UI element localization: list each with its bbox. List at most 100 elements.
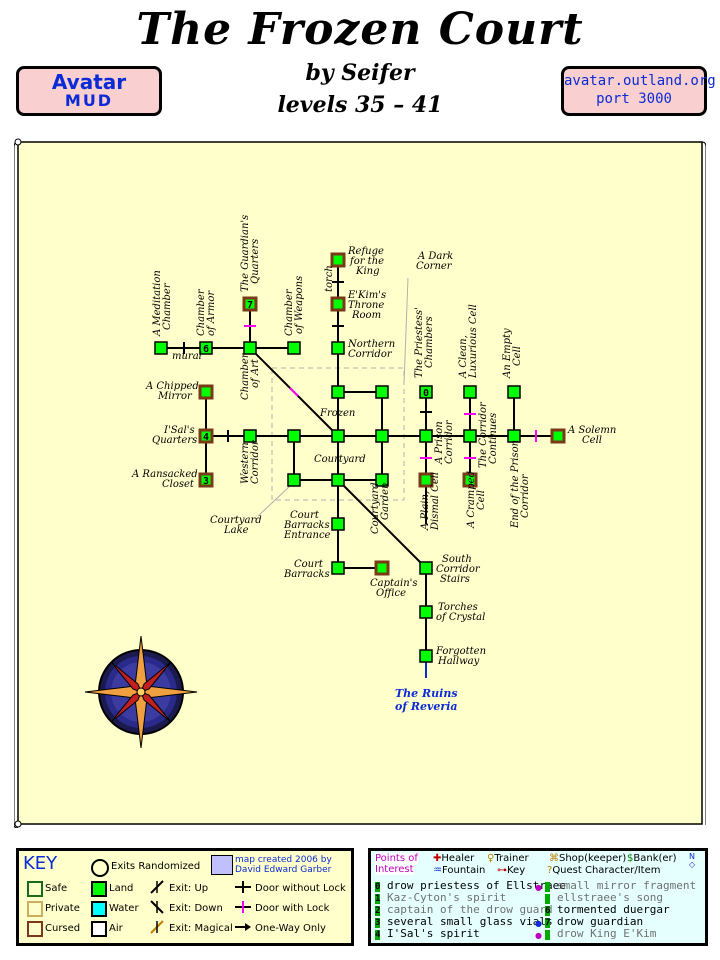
doors-with-lock	[244, 325, 537, 459]
room-ekim-throne[interactable]	[330, 296, 346, 312]
quest-icon: ?	[547, 865, 553, 876]
room-empty-cell[interactable]	[507, 385, 521, 399]
room-courtyard-w[interactable]	[287, 429, 301, 443]
safe-swatch	[27, 881, 43, 897]
land-label: Land	[109, 883, 134, 894]
label-torches-2: of Crystal	[436, 612, 485, 623]
room-armor[interactable]	[199, 341, 213, 355]
label-guardian-2: Quarters	[250, 239, 261, 284]
level-range: levels 35 – 41	[277, 92, 443, 118]
label-courtyard: Courtyard	[314, 454, 366, 465]
label-ruins: The Ruins	[395, 687, 458, 700]
badge-avatar-text: Avatar	[51, 70, 127, 94]
room-number-4: 4	[203, 432, 209, 443]
room-captain-office[interactable]	[374, 560, 390, 576]
poi-item-4: 4 I'Sal's spirit	[375, 927, 480, 940]
room-torches[interactable]	[419, 605, 433, 619]
room-prison-corridor[interactable]	[419, 429, 433, 443]
label-forgotten: Forgotten	[435, 646, 486, 657]
room-cramped-cell[interactable]	[462, 472, 478, 488]
label-mural: mural	[172, 351, 202, 362]
badge-mud-text: MUD	[64, 91, 114, 110]
compass-rose-icon	[84, 635, 198, 749]
room-ransacked[interactable]	[198, 472, 214, 488]
label-northern-2: Corridor	[348, 349, 393, 360]
poi-text-5: small mirror fragment	[557, 879, 697, 892]
room-plain-cell[interactable]	[418, 472, 434, 488]
ruins-exit-label[interactable]: The Ruins of Reveria	[395, 687, 458, 713]
room-barracks-entrance[interactable]	[331, 517, 345, 531]
room-courtyard-center[interactable]	[331, 429, 345, 443]
room-barracks[interactable]	[331, 561, 345, 575]
label-lake: Courtyard	[210, 515, 262, 526]
label-torches: Torches	[438, 602, 478, 613]
avatar-mud-badge: Avatar MUD	[16, 66, 162, 116]
poi-text-6: tormented duergar	[557, 903, 670, 916]
label-lake-2: Lake	[223, 525, 249, 536]
label-prison: A Prison	[434, 421, 445, 465]
air-label: Air	[109, 923, 123, 934]
scroll-bottom-knob	[14, 820, 22, 828]
room-weapons[interactable]	[287, 341, 301, 355]
room-courtyard-sw[interactable]	[287, 473, 301, 487]
poi-text-5b: ellstraee's song	[557, 891, 664, 904]
room-refuge[interactable]	[330, 252, 346, 268]
room-corridor-continues[interactable]	[463, 429, 477, 443]
label-stairs: South	[442, 554, 472, 565]
poi-title-1: Points of	[375, 853, 418, 864]
label-end-prison: End of the Prison	[510, 440, 521, 529]
map-key-panel: KEY Exits Randomized map created 2006 by…	[16, 848, 354, 946]
key-title: KEY	[23, 853, 58, 874]
points-of-interest-panel: Points of Interest ✚Healer ♀Trainer ⌘Sho…	[368, 848, 708, 946]
bank-label: Bank(er)	[633, 853, 677, 864]
private-swatch	[27, 901, 43, 917]
label-weapons: Chamber	[284, 288, 295, 336]
poi-item-5: small mirror fragment	[545, 879, 696, 892]
doors-no-lock	[183, 281, 432, 442]
room-clean-cell[interactable]	[463, 385, 477, 399]
poi-shop: ⌘Shop(keeper)	[549, 853, 626, 864]
server-port: port 3000	[596, 91, 672, 107]
key-icon: ⊶	[497, 865, 507, 876]
room-western-corridor[interactable]	[243, 429, 257, 443]
room-courtyard-nw[interactable]	[331, 385, 345, 399]
exit-up-icon	[150, 880, 164, 894]
fountain-label: Fountain	[441, 865, 486, 876]
bank-icon: $	[627, 853, 634, 864]
room-courtyard-se[interactable]	[375, 473, 389, 487]
door-no-lock-icon	[235, 881, 251, 893]
cursed-swatch	[27, 921, 43, 937]
room-courtyard-e[interactable]	[375, 429, 389, 443]
poi-quest: ?Quest Character/Item	[547, 865, 661, 876]
label-garden: Courtyard	[370, 482, 381, 534]
trainer-label: Trainer	[494, 853, 529, 864]
label-solemn-2: Cell	[582, 435, 602, 446]
room-priestess[interactable]	[419, 385, 433, 399]
healer-icon: ✚	[433, 853, 442, 864]
label-cramped-2: Cell	[476, 490, 487, 510]
poi-text-3: several small glass vials	[387, 915, 553, 928]
poi-key: ⊶Key	[497, 865, 525, 876]
room-northern-corridor[interactable]	[331, 341, 345, 355]
label-guardian: The Guardian's	[240, 215, 251, 292]
room-solemn-cell[interactable]	[550, 428, 566, 444]
room-courtyard-s[interactable]	[331, 473, 345, 487]
room-south-stairs[interactable]	[419, 561, 433, 575]
room-isal[interactable]	[198, 428, 214, 444]
room-art[interactable]	[243, 341, 257, 355]
poi-item-1: 1 Kaz-Cyton's spirit	[375, 891, 506, 904]
room-end-prison[interactable]	[507, 429, 521, 443]
room-meditation[interactable]	[154, 341, 168, 355]
poi-num-3: 3	[375, 918, 381, 928]
room-guardian-quarters[interactable]	[242, 296, 258, 312]
room-courtyard-ne[interactable]	[375, 385, 389, 399]
one-way-arrow-icon	[235, 923, 251, 931]
label-priestess: The Priestess'	[414, 307, 425, 378]
poi-text-8: drow King E'Kim	[557, 927, 657, 940]
room-chipped-mirror[interactable]	[198, 384, 214, 400]
door-lock-label: Door with Lock	[255, 903, 330, 914]
poi-trainer: ♀Trainer	[487, 853, 529, 864]
room-forgotten[interactable]	[419, 649, 433, 663]
label-solemn: A Solemn	[567, 425, 616, 436]
label-cramped: A Cramped	[466, 471, 477, 529]
